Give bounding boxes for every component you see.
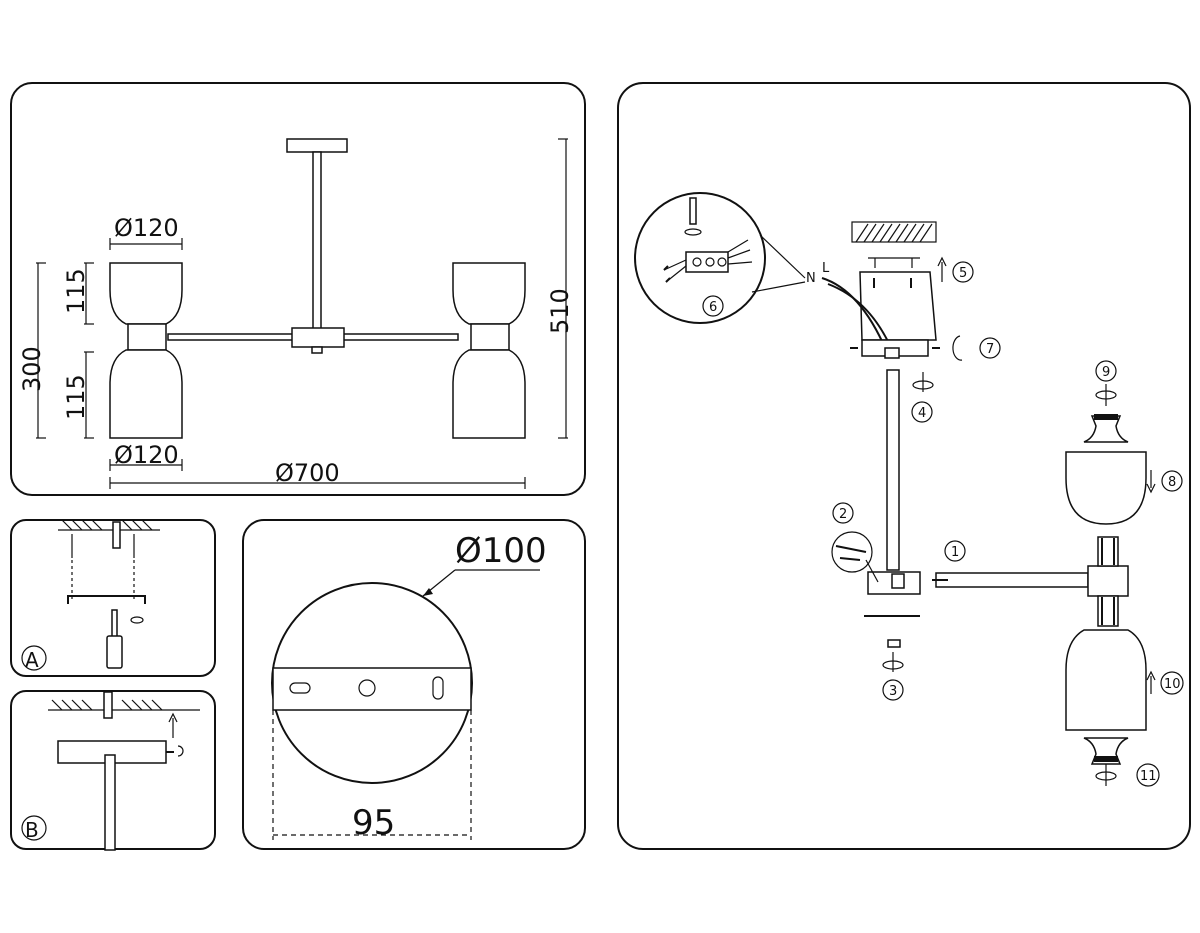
step-a-label: A [25, 648, 39, 672]
dimension-lines [36, 138, 568, 489]
body-height-label: 300 [18, 346, 46, 392]
step-number-markers: 1 2 3 4 5 6 7 8 9 10 11 [702, 261, 1184, 787]
step-b-drawing [48, 691, 200, 851]
step-9-label: 9 [1102, 365, 1110, 380]
step-6-marker [702, 295, 724, 317]
step-11-label: 11 [1140, 769, 1157, 784]
step-5-marker [952, 261, 974, 283]
step-5-label: 5 [959, 266, 967, 281]
step-3-marker [882, 679, 904, 701]
step-7-marker [979, 337, 1001, 359]
step-a-drawing [58, 519, 160, 669]
shade-bottom-diameter-label: Ø120 [114, 441, 179, 469]
step-3-label: 3 [889, 684, 897, 699]
shade-top-diameter-label: Ø120 [114, 214, 179, 242]
step-6-label: 6 [709, 300, 717, 315]
step-1-marker [944, 540, 966, 562]
upper-shade-height-label: 115 [62, 268, 90, 314]
step-b-marker [21, 815, 47, 841]
step-4-marker [911, 401, 933, 423]
canopy-detail-drawing [271, 569, 540, 840]
lower-shade-height-label: 115 [62, 374, 90, 420]
step-2-marker [832, 502, 854, 524]
step-11-marker [1136, 763, 1160, 787]
neutral-wire-label: N [806, 271, 816, 286]
canopy-diameter-label: Ø100 [455, 531, 547, 571]
live-wire-label: L [822, 261, 830, 276]
step-b-label: B [25, 818, 39, 842]
step-2-label: 2 [839, 507, 847, 522]
step-10-marker [1160, 671, 1184, 695]
step-10-label: 10 [1164, 677, 1181, 692]
assembly-drawing [634, 192, 1156, 786]
step-9-marker [1095, 360, 1117, 382]
span-diameter-label: Ø700 [275, 459, 340, 487]
step-1-label: 1 [951, 545, 959, 560]
step-8-marker [1161, 470, 1183, 492]
step-4-label: 4 [918, 406, 926, 421]
bracket-width-label: 95 [352, 803, 395, 843]
step-8-label: 8 [1168, 475, 1176, 490]
step-a-marker [21, 645, 47, 671]
total-height-label: 510 [546, 288, 574, 334]
fixture-side-view [109, 138, 526, 439]
step-7-label: 7 [986, 342, 994, 357]
